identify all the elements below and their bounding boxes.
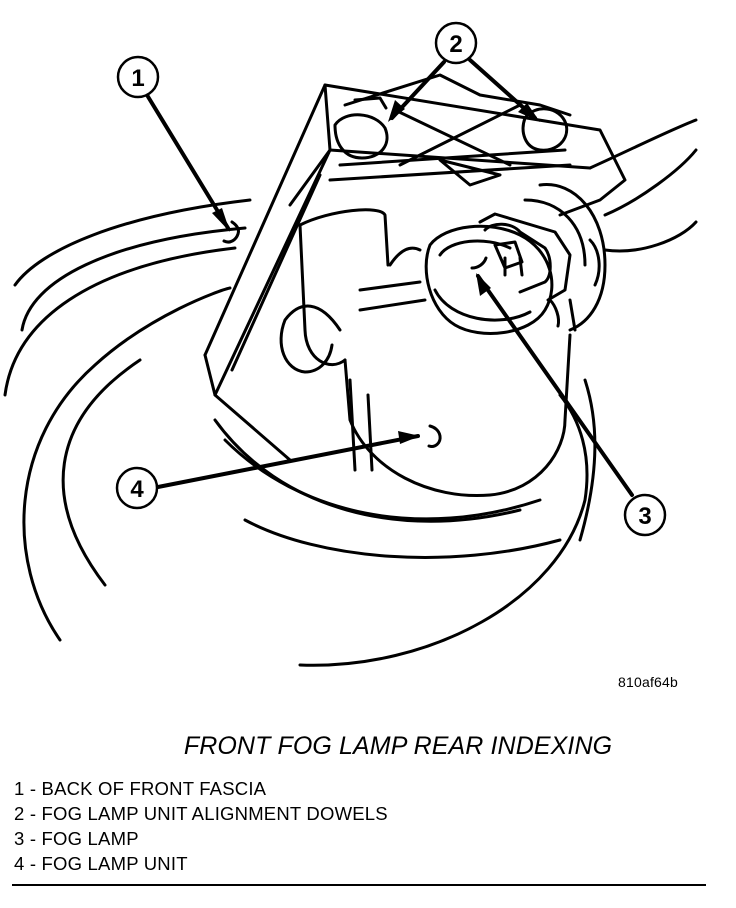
callout-1: 1: [116, 55, 160, 99]
arrowhead-1: [212, 208, 230, 232]
legend-list: 1 - BACK OF FRONT FASCIA 2 - FOG LAMP UN…: [14, 776, 388, 876]
figure-reference-id: 810af64b: [618, 674, 678, 690]
front-fascia-outline: [3, 118, 698, 667]
legend-item-1: 1 - BACK OF FRONT FASCIA: [14, 778, 267, 799]
alignment-dowels: [328, 73, 572, 187]
bottom-divider: [12, 884, 706, 886]
arrowhead-2b: [518, 103, 540, 122]
callout-3: 3: [623, 493, 667, 537]
arrowhead-2a: [388, 100, 405, 122]
svg-text:3: 3: [638, 503, 651, 530]
legend-item-3: 3 - FOG LAMP: [14, 828, 139, 849]
leader-line-3: [476, 274, 634, 497]
arrowhead-3: [476, 273, 491, 296]
leader-line-4: [156, 434, 420, 489]
leader-line-1: [145, 93, 230, 230]
leader-arrowheads: [212, 100, 540, 444]
figure-title: FRONT FOG LAMP REAR INDEXING: [183, 732, 613, 760]
svg-text:4: 4: [130, 476, 144, 503]
callout-2: 2: [434, 21, 478, 65]
callout-4: 4: [115, 466, 159, 510]
leader-lines: [145, 58, 634, 497]
fog-lamp-illustration: 1 2 3 4: [3, 21, 698, 667]
fog-lamp-bulb: [424, 212, 577, 335]
legend-item-2: 2 - FOG LAMP UNIT ALIGNMENT DOWELS: [14, 803, 388, 824]
svg-text:1: 1: [131, 65, 144, 92]
arrowhead-4: [398, 431, 420, 444]
svg-text:2: 2: [449, 31, 462, 58]
legend-item-4: 4 - FOG LAMP UNIT: [14, 853, 188, 874]
fog-lamp-unit-body: [213, 183, 607, 559]
